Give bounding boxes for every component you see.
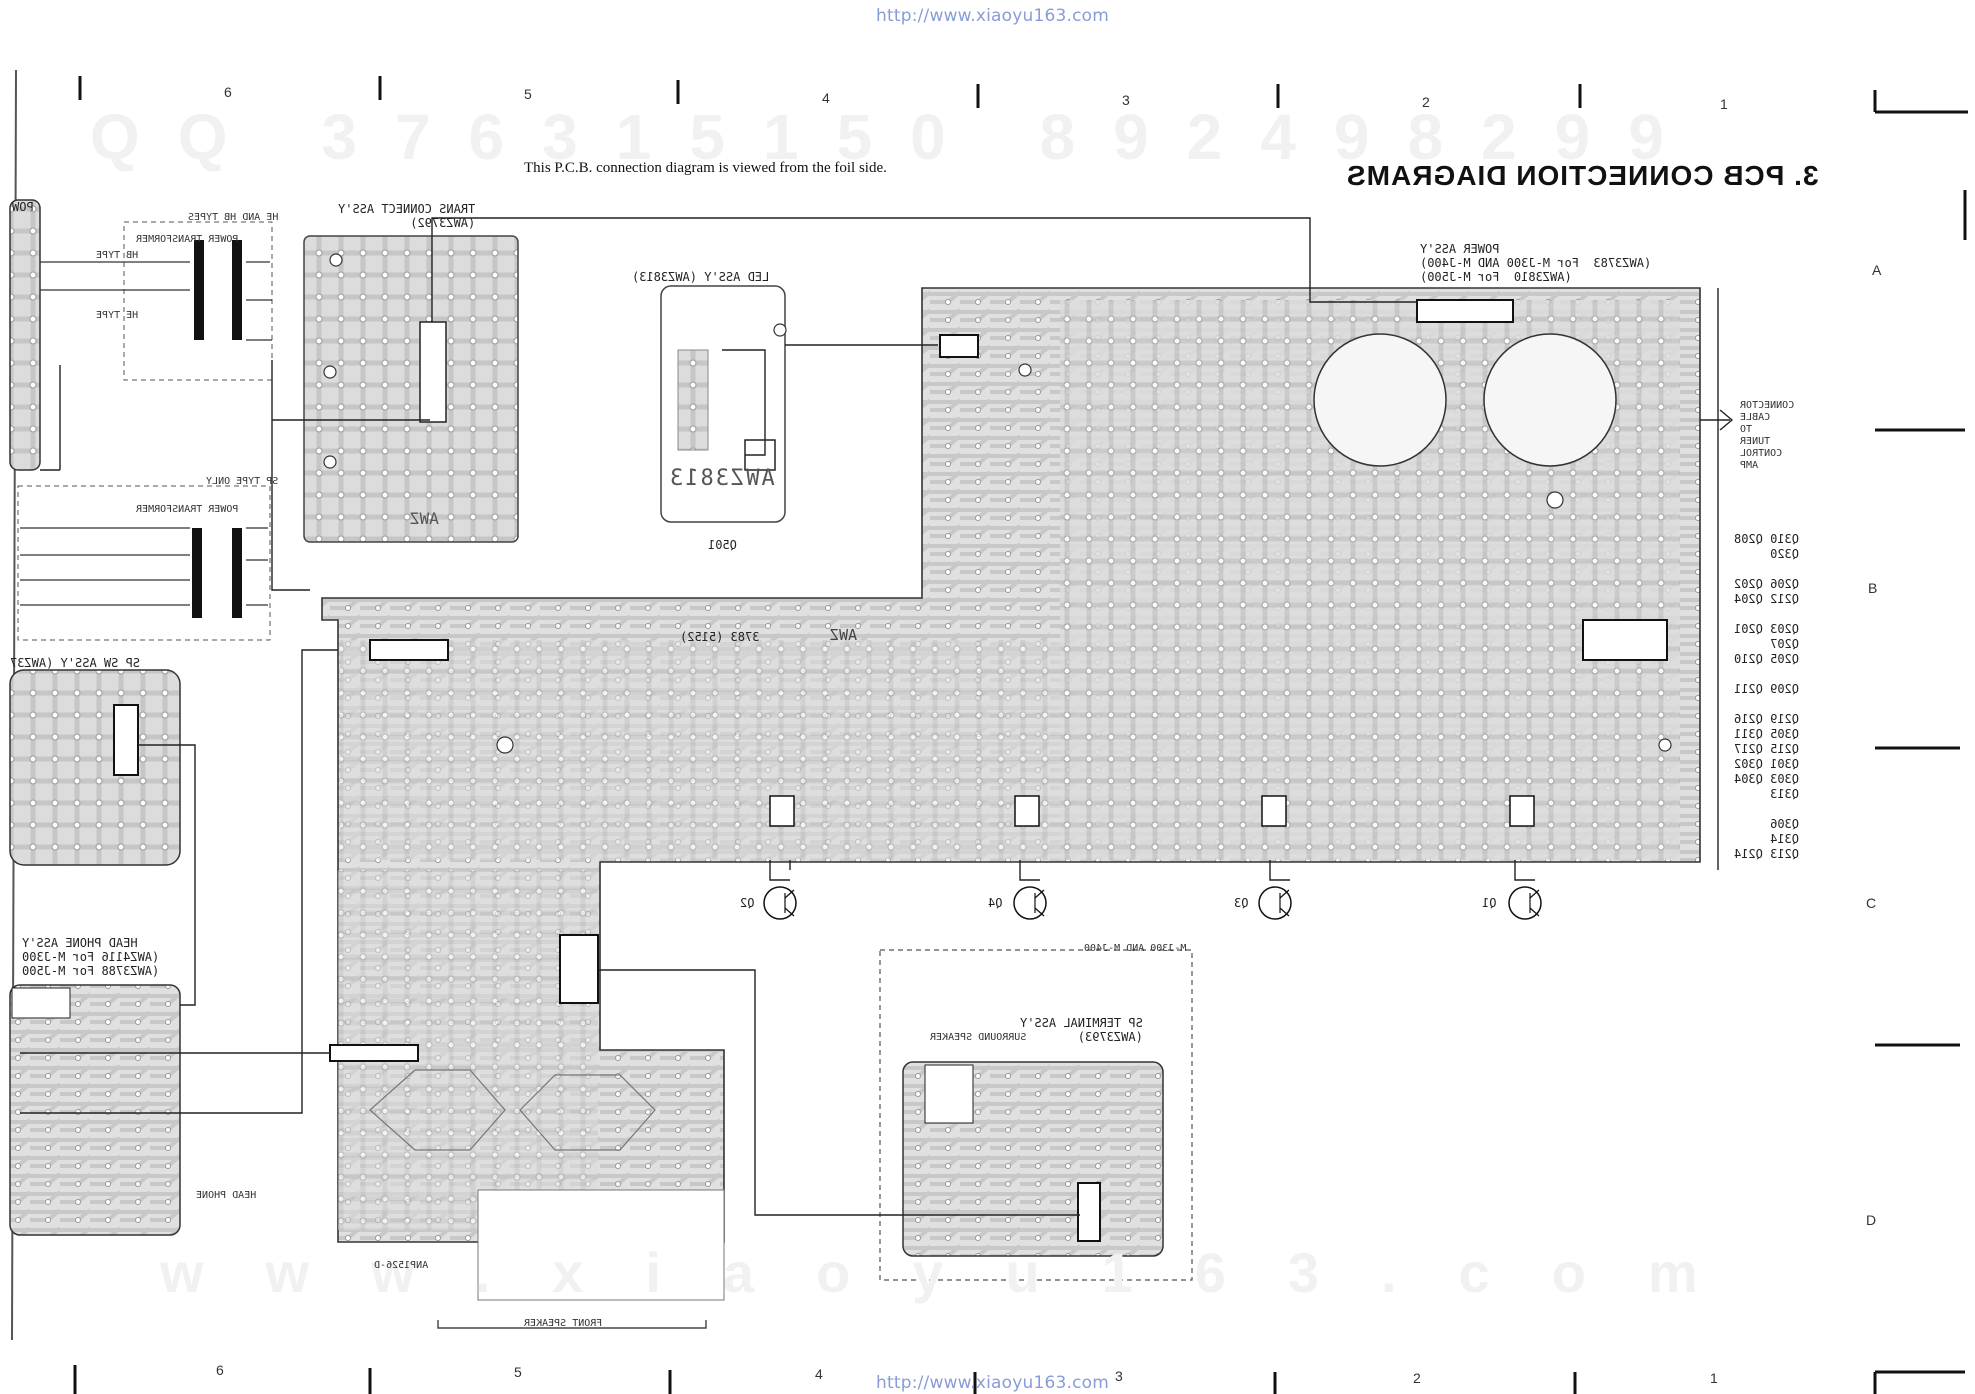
led-assy-label: LED ASS'Y (AWZ3813) [632, 270, 770, 284]
grid-col-6-bottom: 6 [216, 1362, 224, 1378]
he-hb-transformer-label: POWER TRANSFORMER [136, 234, 239, 245]
grid-col-1-bottom: 1 [1710, 1370, 1718, 1386]
he-hb-title: HE AND HB TYPES [188, 212, 279, 223]
transistor-ref-item: Q305 Q311 [1734, 727, 1800, 741]
main-board-code: AWZ [830, 626, 858, 644]
grid-col-2: 2 [1422, 94, 1430, 110]
transistor-ref-item: Q209 Q211 [1734, 682, 1800, 696]
transistor-ref-item: Q301 Q302 [1734, 757, 1800, 771]
section-title: 3. PCB CONNECTION DIAGRAMS [1346, 160, 1819, 191]
grid-row-b: B [1868, 580, 1878, 596]
grid-col-1: 1 [1720, 96, 1728, 112]
transistor-ref-item: Q205 Q210 [1734, 652, 1800, 666]
sp-terminal-group: M-J300 AND M-J400 [1084, 943, 1187, 954]
source-url-top[interactable]: http://www.xiaoyu163.com [876, 6, 1110, 26]
front-speaker-label: FRONT SPEAKER [524, 1318, 603, 1329]
led-board-code: AWZ3813 [668, 466, 775, 491]
grid-row-a: A [1872, 262, 1882, 278]
trans-connect-label: TRANS CONNECT ASS'Y (AWZ3792) [338, 202, 476, 230]
sp-type-title: SP TYPE ONLY [206, 476, 279, 487]
power-assy-label: POWER ASS'Y (AWZ3783 For M-J300 AND M-J4… [1420, 242, 1652, 284]
grid-col-6: 6 [224, 84, 232, 100]
transistor-ref-item [1734, 562, 1799, 577]
grid-col-5: 5 [524, 86, 532, 102]
power-left-label: POW [12, 200, 34, 214]
foil-side-note: This P.C.B. connection diagram is viewed… [524, 160, 887, 176]
watermark-top: QQ 376315150 892498299 [90, 101, 1702, 173]
grid-ticks [73, 76, 1968, 1394]
transistor-ref-item: Q206 Q202 [1734, 577, 1800, 591]
transistor-q2: Q2 [740, 896, 755, 910]
transistor-q3: Q3 [1234, 896, 1249, 910]
transistor-ref-item: Q310 Q208 [1734, 532, 1800, 546]
sp-type-transformer-label: POWER TRANSFORMER [136, 504, 239, 515]
transistor-ref-item: Q215 Q217 [1734, 742, 1800, 756]
transistor-ref-item [1734, 697, 1799, 712]
transistor-ref-item: Q303 Q304 [1734, 772, 1800, 786]
sp-sw-assy-label: SP SW ASS'Y (AWZ37 [10, 656, 141, 670]
grid-row-c: C [1866, 895, 1877, 911]
grid-row-d: D [1866, 1212, 1877, 1228]
source-url-bottom[interactable]: http://www.xiaoyu163.com [876, 1373, 1110, 1393]
led-ref: Q501 [708, 538, 737, 552]
grid-col-3: 3 [1122, 92, 1130, 108]
transistor-ref-item: Q314 [1770, 832, 1800, 846]
headphone-assy-label: HEAD PHONE ASS'Y (AWZ4116 For M-J300 (AW… [22, 936, 160, 978]
grid-col-4-bottom: 4 [815, 1366, 823, 1382]
transistor-ref-item [1734, 802, 1799, 817]
hb-type-tag: HB TYPE [96, 250, 139, 261]
grid-col-2-bottom: 2 [1413, 1370, 1421, 1386]
he-type-tag: HE TYPE [96, 310, 139, 321]
sp-terminal-label: SP TERMINAL ASS'Y (AWZ3793) [1020, 1016, 1143, 1044]
grid-col-5-bottom: 5 [514, 1364, 522, 1380]
headphone-jack-label: HEAD PHONE [196, 1190, 257, 1201]
transistor-ref-item: Q213 Q214 [1734, 847, 1800, 861]
surround-speaker-label: SURROUND SPEAKER [930, 1032, 1027, 1043]
bottom-code: ANP1526-D [374, 1260, 429, 1271]
transistor-ref-item: Q320 [1770, 547, 1800, 561]
transistor-ref-item: Q212 Q204 [1734, 592, 1800, 606]
main-board-part: 3783 (5152) [680, 630, 760, 644]
transistor-ref-item [1734, 607, 1799, 622]
transistor-ref-item: Q219 Q216 [1734, 712, 1800, 726]
grid-col-4: 4 [822, 90, 830, 106]
transistor-ref-item: Q306 [1770, 817, 1800, 831]
transistor-ref-item: Q203 Q201 [1734, 622, 1800, 636]
transistor-ref-item: Q207 [1770, 637, 1800, 651]
grid-col-3-bottom: 3 [1115, 1368, 1123, 1384]
transistor-ref-item [1734, 667, 1799, 682]
transistor-q1: Q1 [1482, 896, 1497, 910]
watermark-bottom: www.xiaoyu163.com [160, 1241, 1760, 1304]
trans-board-code: AWZ [410, 509, 439, 528]
transistor-ref-item: Q313 [1770, 787, 1800, 801]
connector-cable-label: CONNECTOR CABLE TO TUNER CONTROL AMP [1740, 400, 1795, 471]
transistor-q4: Q4 [988, 896, 1003, 910]
